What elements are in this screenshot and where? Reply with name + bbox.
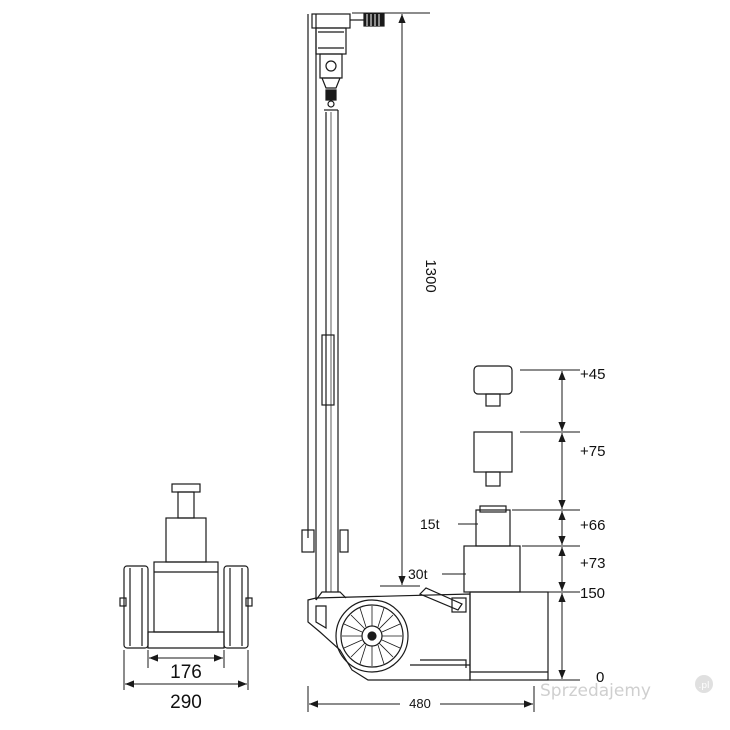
base-zero-label: 0 <box>596 669 604 686</box>
front-view-left-wheel <box>119 565 149 649</box>
watermark-badge-icon <box>695 675 713 693</box>
air-valve-fitting <box>350 13 385 27</box>
stage-150-label: 150 <box>580 585 605 602</box>
track-dimension-lines <box>123 650 249 690</box>
handle-tube <box>301 14 349 601</box>
cylinder-support-arm <box>418 587 467 613</box>
stage-plus-66-label: +66 <box>580 517 605 534</box>
stage-plus-75-label: +75 <box>580 443 605 460</box>
main-cylinder <box>463 505 549 681</box>
capacity-15t-label: 15t <box>420 516 440 532</box>
capacity-30t-label: 30t <box>408 566 428 582</box>
extension-adapter-45 <box>473 365 513 407</box>
length-dimension-line <box>307 686 535 712</box>
watermark: Sprzedajemy .pl <box>540 675 713 701</box>
track-inner-label: 176 <box>170 662 202 683</box>
height-dimension-line <box>352 12 430 587</box>
transport-wheel <box>335 599 409 673</box>
front-view-right-wheel <box>223 565 253 649</box>
stage-plus-73-label: +73 <box>580 555 605 572</box>
track-outer-label: 290 <box>170 692 202 713</box>
front-view-cylinder <box>147 483 225 649</box>
stage-dimension-lines <box>512 369 580 681</box>
overall-height-label: 1300 <box>422 259 439 292</box>
handle-grip-valve <box>324 89 338 111</box>
stage-plus-45-label: +45 <box>580 366 605 383</box>
base-length-label: 480 <box>409 696 431 711</box>
jack-base-frame <box>307 593 471 681</box>
capacity-leader-lines <box>442 523 478 575</box>
extension-adapter-75 <box>473 431 513 487</box>
pump-head <box>311 13 351 89</box>
watermark-brand: Sprzedajemy <box>540 681 651 701</box>
watermark-tld: .pl <box>698 681 709 691</box>
